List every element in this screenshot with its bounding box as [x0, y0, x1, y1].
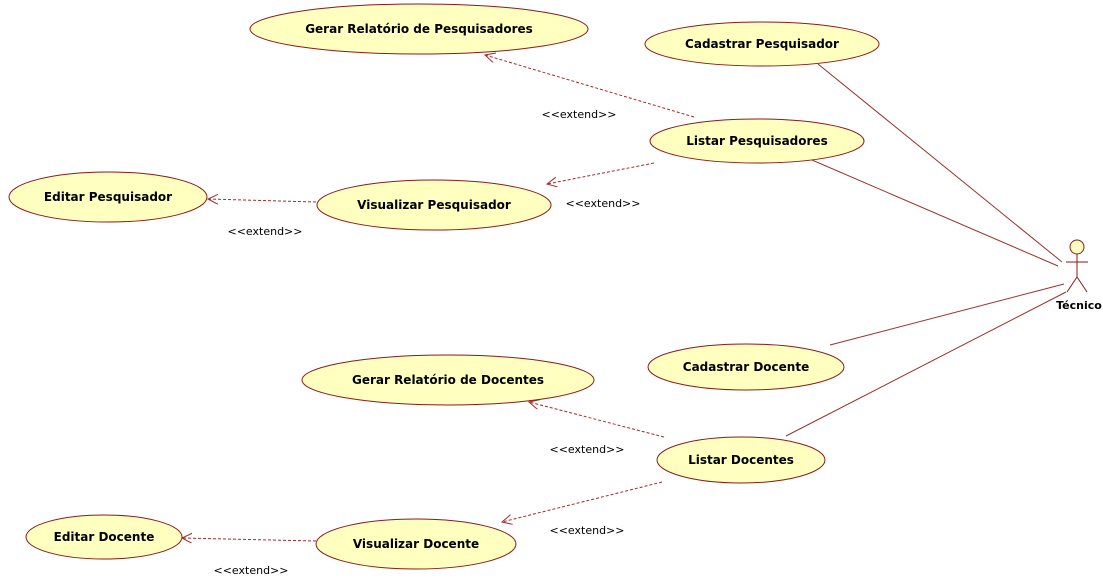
extend-relations: [182, 55, 695, 541]
association-listar-pesquisadores: [811, 159, 1059, 267]
usecase-listar-docentes[interactable]: Listar Docentes: [656, 436, 826, 484]
usecase-gerar-relatorio-pesquisadores[interactable]: Gerar Relatório de Pesquisadores: [249, 3, 589, 55]
extend-gerar-relatorio-pesquisadores: [485, 55, 695, 118]
association-cadastrar-docente: [829, 283, 1065, 346]
usecase-label: Cadastrar Docente: [683, 360, 809, 374]
usecase-label: Gerar Relatório de Docentes: [352, 373, 544, 387]
usecase-label: Editar Docente: [54, 530, 155, 544]
extend-label: <<extend>>: [566, 197, 641, 210]
usecase-label: Editar Pesquisador: [44, 190, 172, 204]
extend-editar-pesquisador: [208, 199, 317, 202]
usecase-visualizar-pesquisador[interactable]: Visualizar Pesquisador: [316, 179, 552, 231]
stick-figure-icon: [1066, 239, 1088, 293]
usecase-label: Visualizar Pesquisador: [357, 198, 511, 212]
usecase-gerar-relatorio-docentes[interactable]: Gerar Relatório de Docentes: [301, 354, 595, 406]
extend-label: <<extend>>: [550, 524, 625, 537]
actor-label: Técnico: [1056, 299, 1102, 312]
association-listar-docentes: [785, 291, 1067, 437]
extend-editar-docente: [182, 538, 317, 541]
usecase-label: Listar Docentes: [688, 453, 794, 467]
associations: [785, 63, 1067, 437]
extend-label: <<extend>>: [214, 564, 289, 577]
actor-tecnico[interactable]: Técnico: [1056, 239, 1102, 312]
extend-label: <<extend>>: [550, 443, 625, 456]
extend-labels: <<extend>> <<extend>> <<extend>> <<exten…: [214, 108, 641, 577]
extend-visualizar-docente: [502, 481, 663, 522]
usecase-cadastrar-pesquisador[interactable]: Cadastrar Pesquisador: [644, 21, 880, 67]
association-cadastrar-pesquisador: [817, 63, 1063, 263]
extend-visualizar-pesquisador: [547, 162, 655, 184]
usecase-cadastrar-docente[interactable]: Cadastrar Docente: [647, 343, 845, 391]
use-cases: Gerar Relatório de Pesquisadores Cadastr…: [8, 3, 880, 570]
usecase-label: Cadastrar Pesquisador: [685, 37, 839, 51]
usecase-label: Gerar Relatório de Pesquisadores: [305, 22, 533, 36]
extend-label: <<extend>>: [542, 108, 617, 121]
extend-label: <<extend>>: [228, 225, 303, 238]
usecase-label: Listar Pesquisadores: [686, 134, 827, 148]
extend-gerar-relatorio-docentes: [529, 402, 665, 438]
usecase-listar-pesquisadores[interactable]: Listar Pesquisadores: [649, 118, 865, 164]
usecase-label: Visualizar Docente: [353, 537, 479, 551]
usecase-editar-pesquisador[interactable]: Editar Pesquisador: [8, 171, 208, 223]
usecase-editar-docente[interactable]: Editar Docente: [25, 514, 183, 560]
usecase-visualizar-docente[interactable]: Visualizar Docente: [315, 518, 517, 570]
